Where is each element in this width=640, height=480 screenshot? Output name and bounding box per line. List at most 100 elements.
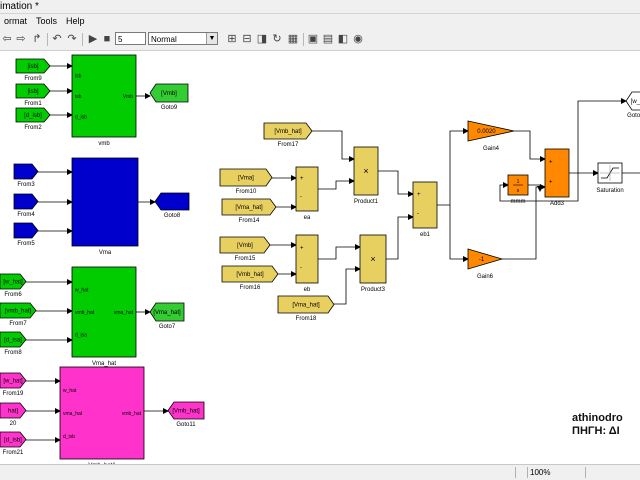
library-browser-icon[interactable]: ▣ bbox=[307, 33, 319, 45]
vmahat-port-out: vma_hat bbox=[114, 310, 134, 316]
goto9-tag[interactable]: [Vmb] Goto9 bbox=[149, 83, 189, 111]
vmb-label: vmb bbox=[98, 141, 110, 147]
from1-tag[interactable]: [isb]From1 bbox=[15, 83, 51, 107]
goto8-tag[interactable]: Goto8 bbox=[154, 192, 190, 219]
product1-product-block[interactable]: ×Product1 bbox=[353, 146, 379, 205]
debug-icon[interactable]: ◧ bbox=[337, 33, 349, 45]
from8-text: [d_isa] bbox=[4, 338, 22, 344]
menu-bar: ormat Tools Help bbox=[0, 14, 640, 29]
eb1-sum-block[interactable]: +-eb1 bbox=[412, 181, 438, 238]
update-icon[interactable]: ⊟ bbox=[242, 33, 252, 45]
add3-plus: + bbox=[549, 159, 553, 165]
build-icon[interactable]: ⊞ bbox=[227, 33, 237, 45]
from10-tag[interactable]: [Vma]From10 bbox=[219, 168, 273, 195]
from3-tag[interactable]: From3 bbox=[13, 163, 39, 188]
from2-tag[interactable]: [d_isb] From2 bbox=[15, 107, 51, 131]
simulation-mode-select[interactable]: Normal ▼ bbox=[148, 32, 218, 45]
goto11-tag[interactable]: [Vmb_hat]Goto11 bbox=[167, 401, 205, 428]
vmb-port-out: Vmb bbox=[123, 94, 134, 100]
from4-tag[interactable]: From4 bbox=[13, 193, 39, 218]
vmahat-label: Vma_hat bbox=[92, 361, 116, 367]
status-bar: 100% bbox=[0, 464, 640, 480]
eb-minus: - bbox=[300, 266, 302, 272]
model-advisor-icon[interactable]: ◨ bbox=[256, 33, 268, 45]
add3-sum-block[interactable]: ++Add3 bbox=[544, 148, 570, 207]
eb1-minus: - bbox=[417, 211, 419, 217]
from6-tag[interactable]: [w_hat]From6 bbox=[0, 273, 27, 298]
diagram-canvas[interactable]: [isb]From9[isb]From1 [d_isb] From2 [Vmb] Got… bbox=[0, 51, 640, 464]
from14-tag[interactable]: [Vma_hat]From14 bbox=[221, 198, 277, 224]
eb-sum-block[interactable]: + - eb bbox=[295, 234, 319, 293]
menu-format[interactable]: ormat bbox=[4, 16, 28, 26]
eb1-label: eb1 bbox=[420, 232, 431, 238]
goto9-text: [Vmb] bbox=[161, 91, 177, 97]
explorer-icon[interactable]: ▤ bbox=[322, 33, 334, 45]
vma-label: Vma bbox=[99, 250, 112, 256]
from7-tag[interactable]: [vmb_hat]From7 bbox=[0, 302, 37, 327]
from20-tag[interactable]: hat]20 bbox=[0, 402, 27, 427]
from17-text: [Vmb_hat] bbox=[274, 129, 302, 135]
goto10-tag[interactable]: [w_hGoto10 bbox=[625, 91, 640, 119]
product3-product-block[interactable]: ×Product3 bbox=[359, 234, 387, 293]
ea-sum-block[interactable]: +-ea bbox=[295, 166, 319, 221]
from14-text: [Vma_hat] bbox=[235, 205, 263, 211]
product3-label: Product3 bbox=[361, 287, 386, 293]
from20-label: 20 bbox=[10, 421, 17, 427]
from16-tag[interactable]: [Vmb_hat] From16 bbox=[221, 265, 279, 291]
zoom-level: 100% bbox=[527, 467, 586, 478]
disabled-icon: ▦ bbox=[287, 33, 299, 45]
stop-icon[interactable]: ■ bbox=[103, 33, 111, 45]
from18-tag[interactable]: [Vma_hat]From18 bbox=[277, 295, 335, 322]
forward-arrow-icon[interactable]: ⇨ bbox=[16, 33, 26, 45]
from8-tag[interactable]: [d_isa]From8 bbox=[0, 331, 27, 356]
refresh-icon[interactable]: ↻ bbox=[272, 33, 282, 45]
tf-den: s bbox=[517, 188, 520, 194]
from16-text: [Vmb_hat] bbox=[236, 272, 264, 278]
from19-tag[interactable]: [w_hat]From19 bbox=[0, 372, 27, 397]
from17-tag[interactable]: [Vmb_hat]From17 bbox=[263, 122, 313, 148]
product1-label: Product1 bbox=[354, 199, 379, 205]
vma-subsystem[interactable]: Vma bbox=[71, 157, 139, 256]
vmbhat-port-in-1: vma_hat bbox=[63, 411, 83, 417]
tf-num: 1 bbox=[517, 179, 520, 185]
gain6-value: -1 bbox=[479, 257, 485, 263]
from10-text: [Vma] bbox=[238, 176, 254, 182]
from2-label: From2 bbox=[24, 125, 42, 131]
goto9-label: Goto9 bbox=[161, 105, 178, 111]
menu-tools[interactable]: Tools bbox=[36, 16, 58, 26]
stop-time-input[interactable]: 5 bbox=[115, 32, 146, 45]
ea-plus: + bbox=[300, 176, 304, 182]
saturation-block[interactable]: Saturation bbox=[596, 162, 624, 194]
undo-arrow-icon[interactable]: ⇦ bbox=[2, 33, 12, 45]
undo-icon[interactable]: ↶ bbox=[52, 33, 62, 45]
gain4-value: 0.0020 bbox=[477, 129, 496, 135]
from18-text: [Vma_hat] bbox=[292, 303, 320, 309]
from21-tag[interactable]: [d_isb]From21 bbox=[0, 431, 27, 456]
goto7-tag[interactable]: [Vma_hat]Goto7 bbox=[149, 302, 185, 330]
gain6-label: Gain6 bbox=[477, 274, 494, 280]
from5-label: From5 bbox=[17, 241, 35, 247]
goto7-text: [Vma_hat] bbox=[153, 310, 181, 316]
from2-text: [d_isb] bbox=[24, 113, 42, 119]
up-arrow-icon[interactable]: ↱ bbox=[32, 33, 42, 45]
from16-label: From16 bbox=[240, 285, 261, 291]
from5-tag[interactable]: From5 bbox=[13, 222, 39, 247]
menu-help[interactable]: Help bbox=[66, 16, 85, 26]
play-icon[interactable]: ▶ bbox=[88, 33, 98, 45]
eb-plus: + bbox=[300, 245, 304, 251]
redo-icon[interactable]: ↷ bbox=[67, 33, 77, 45]
simulation-mode-value: Normal bbox=[151, 35, 177, 44]
goto11-label: Goto11 bbox=[176, 422, 196, 428]
profiler-icon[interactable]: ◉ bbox=[353, 33, 363, 45]
toolbar: ⇦ ⇨ ↱ ↶ ↷ ▶ ■ ⊞ ⊟ ◨ ↻ ▦ ▣ ▤ ◧ ◉ bbox=[0, 29, 640, 51]
from9-tag[interactable]: [isb]From9 bbox=[15, 58, 51, 82]
chevron-down-icon[interactable]: ▼ bbox=[206, 33, 217, 44]
eb-label: eb bbox=[304, 287, 311, 293]
from15-tag[interactable]: [Vmb]From15 bbox=[219, 236, 271, 262]
